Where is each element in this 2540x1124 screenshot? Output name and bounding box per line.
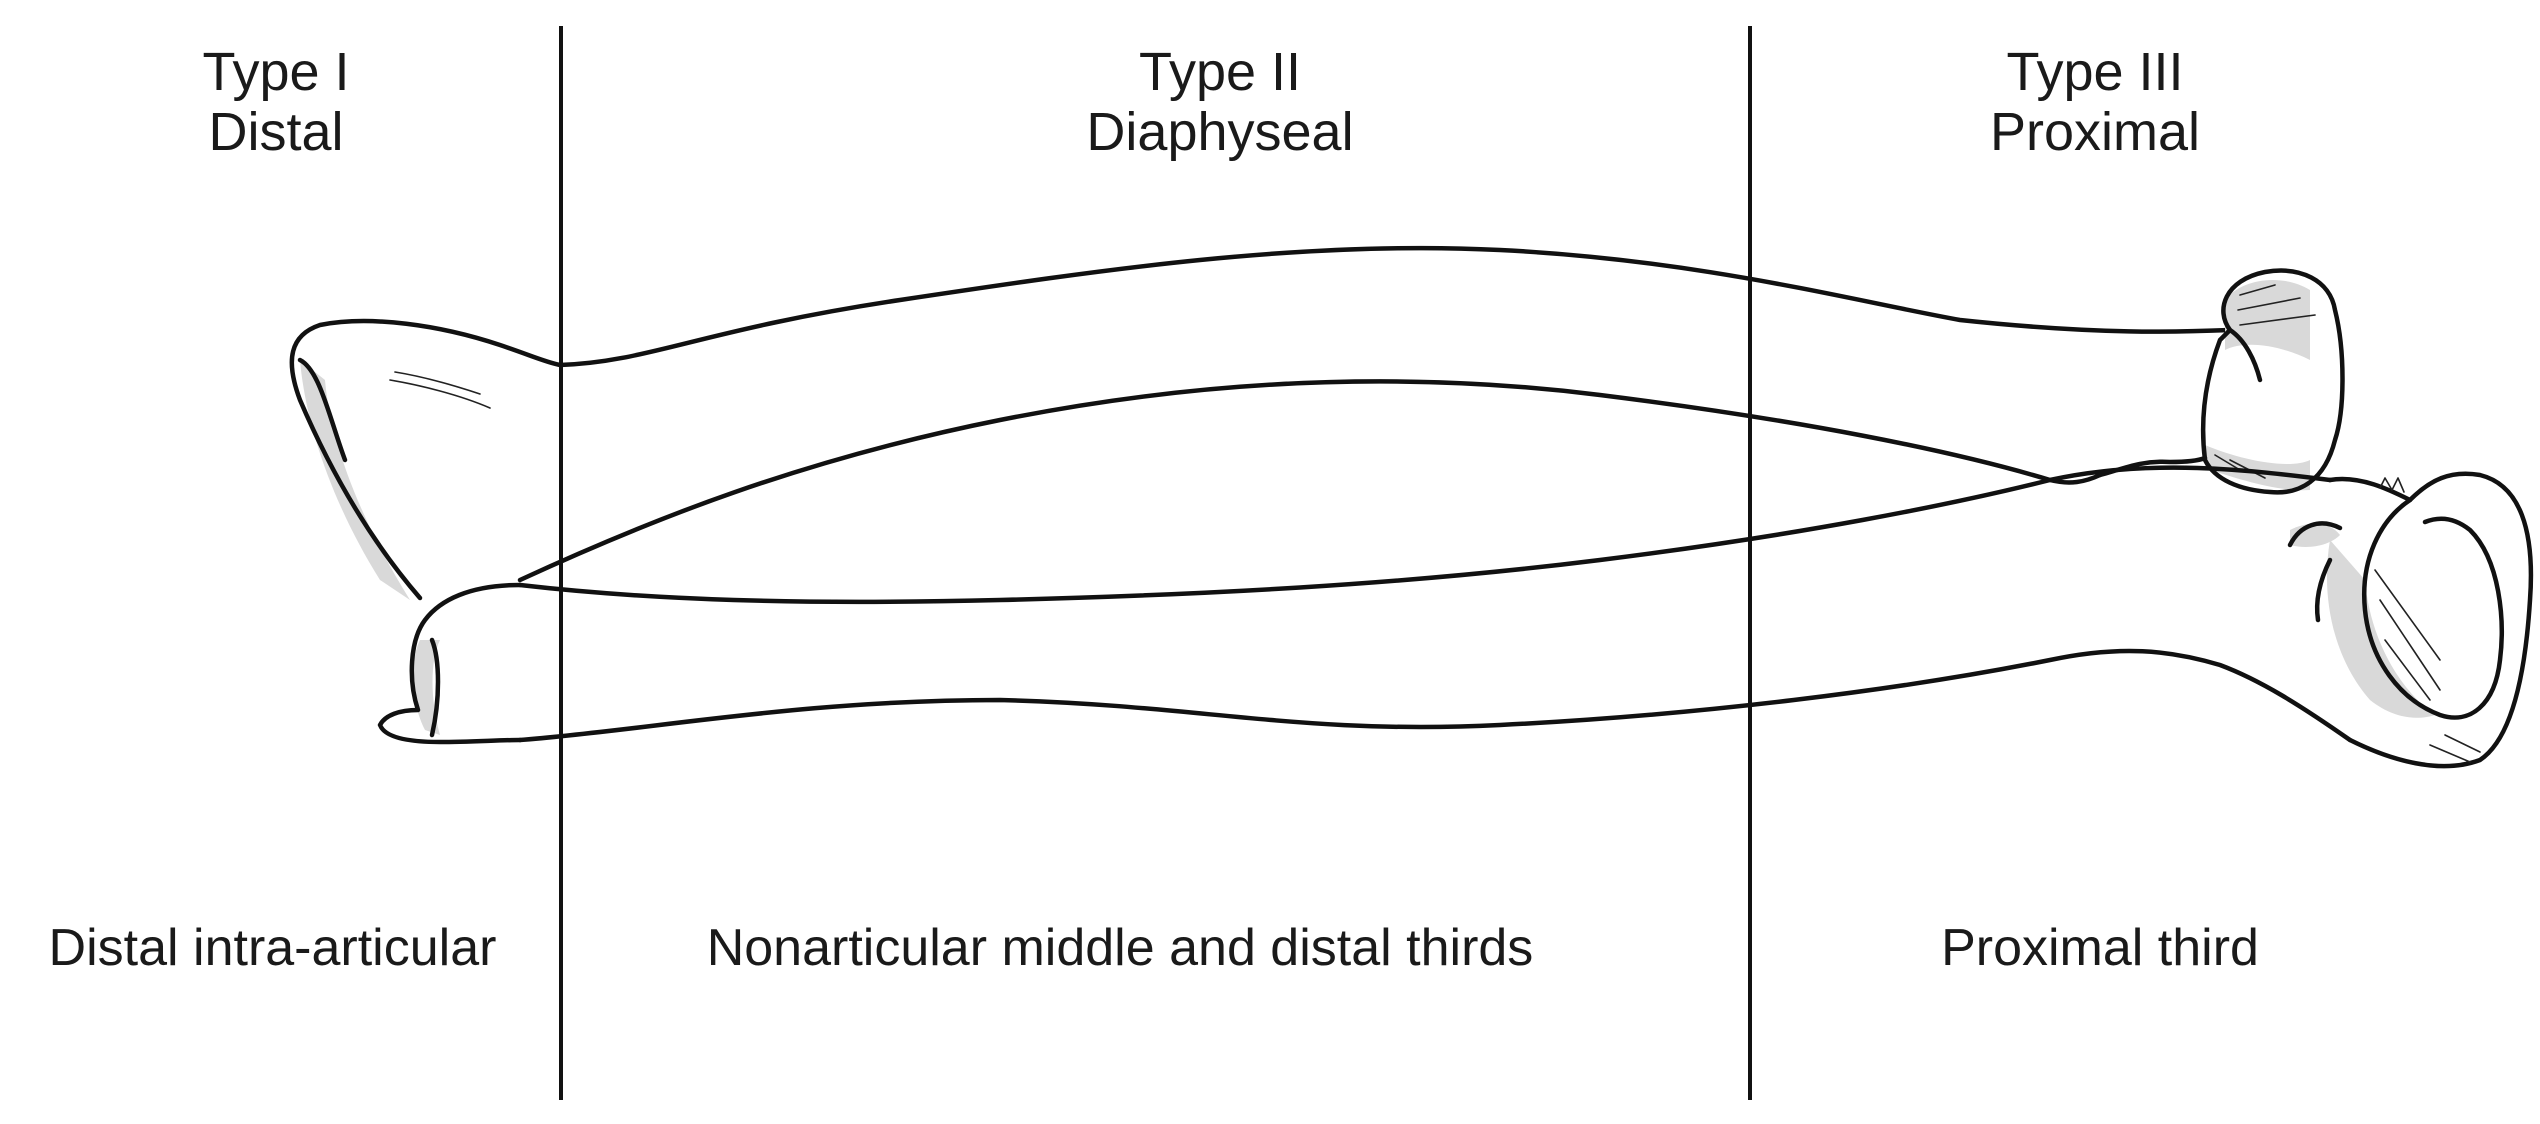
divider-type-1-type-2: [559, 26, 563, 1100]
radial-head: [2200, 268, 2345, 495]
divider-type-2-type-3: [1748, 26, 1752, 1100]
radius-top-contour: [557, 245, 2233, 368]
zone-header-type-2: Type II Diaphyseal: [960, 42, 1480, 163]
ulna-bottom-contour: [517, 648, 2353, 743]
type-label: Type III: [2006, 42, 2184, 102]
radius-distal-end: [289, 318, 563, 601]
zone-header-type-3: Type III Proximal: [1835, 42, 2355, 163]
ulna-distal-head: [377, 582, 523, 745]
zone-caption-type-3: Proximal third: [1941, 919, 2259, 977]
zone-header-type-1: Type I Distal: [16, 42, 536, 163]
region-label: Diaphyseal: [1086, 102, 1354, 163]
type-label: Type II: [1138, 42, 1302, 102]
ulna-bone: [377, 465, 2534, 769]
ulna-top-contour: [517, 465, 2333, 605]
type-label: Type I: [202, 42, 350, 102]
region-label: Proximal: [1989, 102, 2201, 163]
radius-bottom-contour: [517, 379, 2103, 583]
radius-bone: [289, 245, 2345, 601]
zone-caption-type-1: Distal intra-articular: [48, 919, 497, 977]
region-label: Distal: [208, 102, 344, 163]
zone-caption-type-2: Nonarticular middle and distal thirds: [706, 919, 1534, 977]
